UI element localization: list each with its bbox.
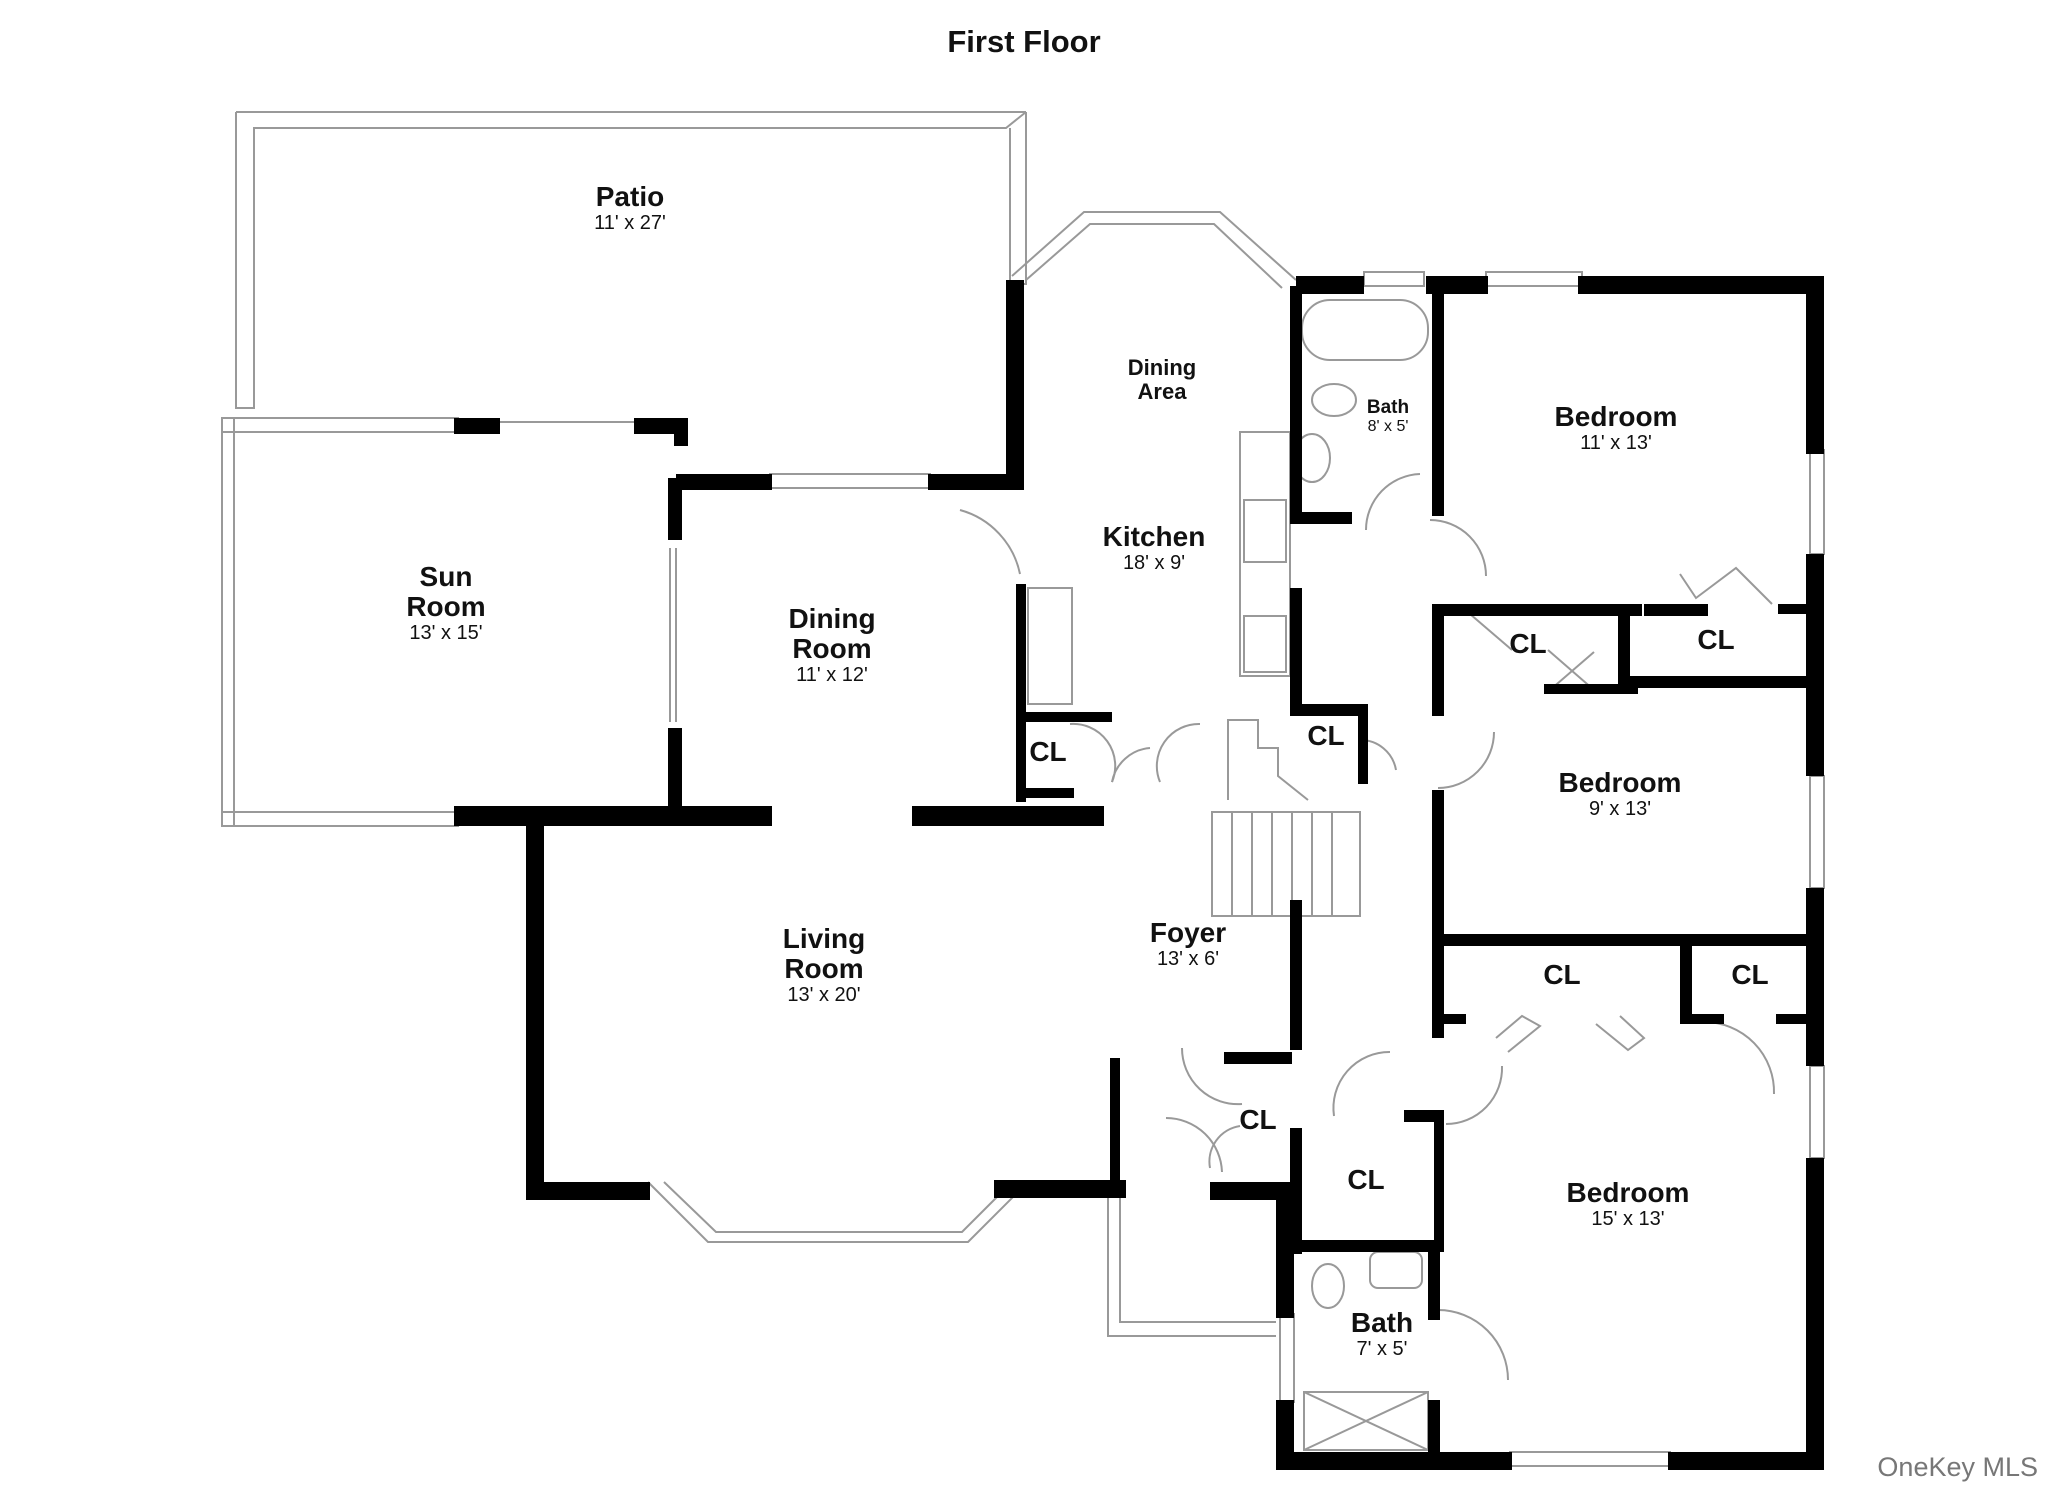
closet-label: CL <box>1029 736 1067 767</box>
closet-label: CL <box>1731 959 1769 990</box>
closet-label: CL <box>1307 720 1345 751</box>
plan-title: First Floor <box>947 24 1101 59</box>
closet-label: CL <box>1239 1104 1277 1135</box>
closet-label: CL <box>1543 959 1581 990</box>
closet-label: CL <box>1509 628 1547 659</box>
watermark: OneKey MLS <box>1877 1452 2038 1482</box>
closet-label: CL <box>1697 624 1735 655</box>
room-dining-area: Dining Area <box>1127 355 1197 404</box>
closet-label: CL <box>1347 1164 1385 1195</box>
